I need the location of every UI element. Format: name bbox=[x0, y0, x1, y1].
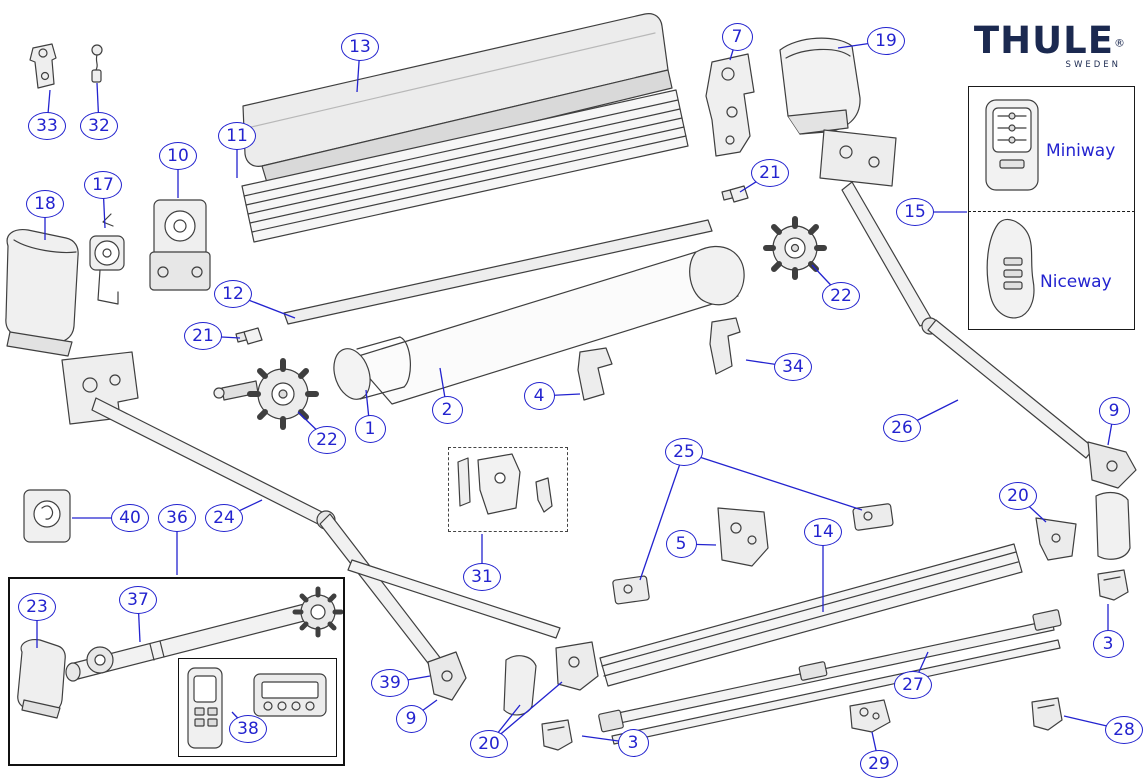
registered-mark: ® bbox=[1114, 36, 1125, 50]
part-3-clip-bottom bbox=[541, 719, 573, 751]
part-9-arm-foot-left bbox=[427, 651, 467, 701]
remote-kit-box bbox=[178, 658, 337, 757]
part-arm-top-bracket-right bbox=[819, 129, 897, 187]
part-32-cord-pin bbox=[91, 44, 103, 83]
part-24-spring-arm-left bbox=[91, 397, 561, 677]
part-23-end-cap bbox=[17, 639, 66, 719]
part-22-drive-gear-right bbox=[763, 216, 827, 280]
motor-kit-box bbox=[8, 577, 345, 766]
part-21-clip-right bbox=[721, 185, 749, 203]
part-9-arm-foot-right bbox=[1087, 441, 1137, 489]
brand-name: THULE bbox=[973, 19, 1114, 62]
part-25-clip-a bbox=[852, 503, 894, 531]
niceway-label: Niceway bbox=[1040, 272, 1112, 292]
fastener-kit-box bbox=[448, 447, 568, 532]
part-19-cover-cap bbox=[779, 37, 861, 135]
part-22-drive-gear-left bbox=[213, 358, 319, 430]
part-3-clip-right bbox=[1097, 569, 1129, 601]
brand-logo: THULE® SWEDEN bbox=[974, 22, 1125, 70]
brand-country: SWEDEN bbox=[1065, 60, 1121, 70]
part-37-motor-tube bbox=[65, 586, 344, 682]
part-34-bracket bbox=[709, 317, 741, 375]
part-20-bracket-bottom bbox=[555, 641, 599, 691]
part-14-lead-rail bbox=[599, 543, 1023, 687]
part-20-cap-bottom bbox=[503, 655, 537, 716]
part-arm-shoulder-left bbox=[61, 351, 139, 425]
part-31-fastener-kit bbox=[457, 453, 553, 515]
part-33-bracket bbox=[29, 43, 57, 89]
part-21-clip-left bbox=[235, 327, 263, 345]
part-18-end-cover bbox=[5, 229, 79, 357]
part-15-niceway-remote bbox=[986, 219, 1035, 319]
part-11-mounting-profile bbox=[241, 89, 689, 243]
remote-box-divider bbox=[968, 211, 1135, 212]
part-12-profile-strip bbox=[283, 219, 713, 325]
part-10-gear-motor bbox=[149, 199, 211, 291]
part-13-awning-case bbox=[242, 13, 673, 187]
part-15-miniway-remote bbox=[985, 99, 1039, 191]
part-20-bracket-right bbox=[1035, 491, 1131, 561]
part-2-fabric bbox=[351, 245, 745, 405]
part-17-crank-adapter bbox=[89, 213, 125, 305]
miniway-label: Miniway bbox=[1046, 141, 1116, 161]
part-38-remote bbox=[187, 667, 223, 749]
part-5-bracket bbox=[717, 507, 769, 567]
part-7-mounting-bracket bbox=[705, 53, 755, 157]
part-38-control-unit bbox=[253, 673, 327, 717]
remote-options-box bbox=[968, 86, 1135, 330]
part-28-clip bbox=[1031, 697, 1063, 731]
part-4-bracket bbox=[577, 347, 613, 401]
part-25-clip-b bbox=[612, 575, 650, 605]
part-27-support-arms bbox=[598, 609, 1062, 745]
part-29-bracket bbox=[849, 699, 891, 733]
part-26-spring-arm-right bbox=[841, 181, 1095, 459]
part-40-wall-bracket bbox=[23, 489, 71, 543]
